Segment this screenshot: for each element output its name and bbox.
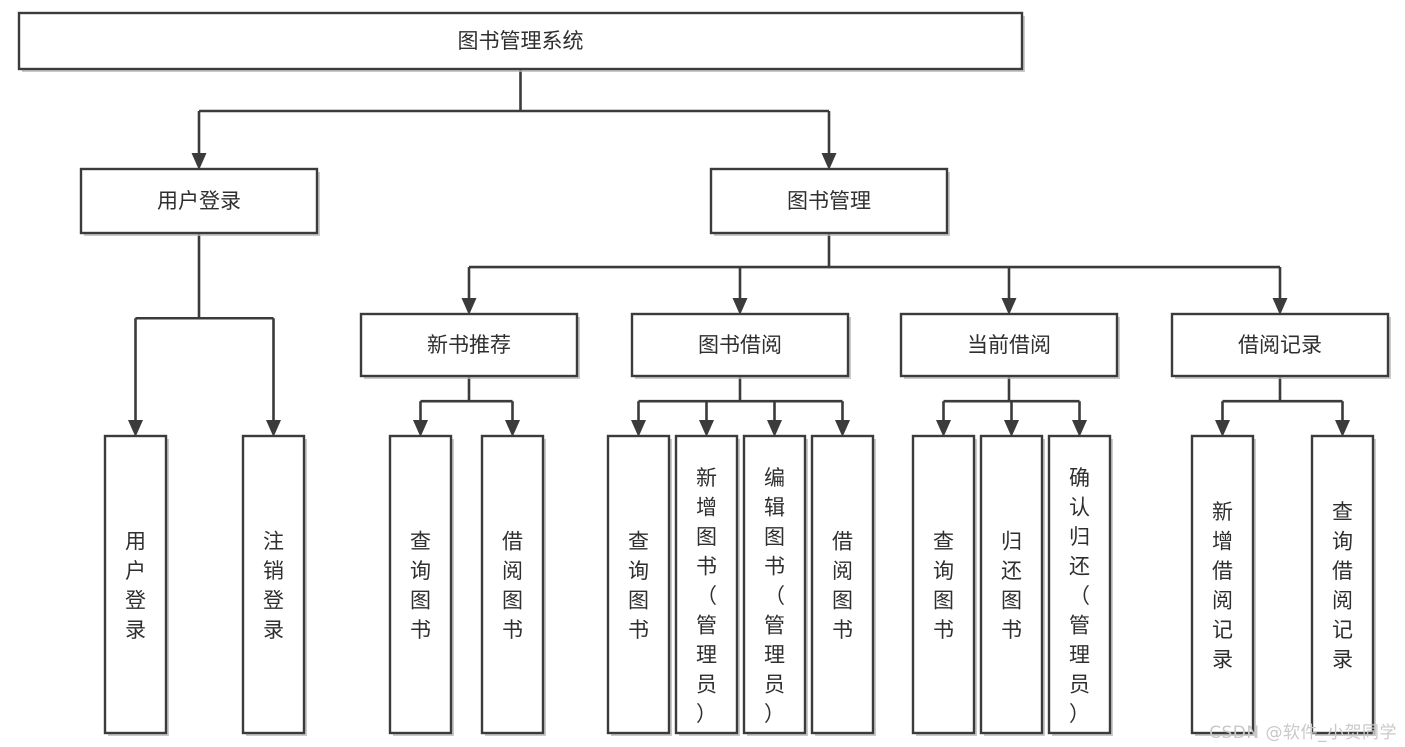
arrow-head-icon [128,420,143,437]
node-leaf-logout[interactable]: 注销登录 [241,434,307,736]
node-user-login[interactable]: 用户登录 [79,167,320,236]
node-box[interactable] [911,434,976,735]
node-box[interactable] [359,312,579,378]
node-box[interactable] [103,434,168,735]
edge-group [128,233,281,437]
node-leaf-query-book-2[interactable]: 查询图书 [606,434,672,736]
arrow-head-icon [631,420,646,437]
arrow-head-icon [505,420,520,437]
arrow-head-icon [1335,420,1350,437]
node-label: 编辑图书（管理员） [764,466,785,726]
node-label: 用户登录 [125,530,146,643]
node-book-borrow[interactable]: 图书借阅 [630,312,851,379]
node-label: 借阅图书 [502,530,523,643]
arrow-head-icon [821,153,837,170]
node-box[interactable] [810,434,875,735]
node-leaf-borrow-book-1[interactable]: 借阅图书 [480,434,546,736]
node-leaf-add-record[interactable]: 新增借阅记录 [1190,434,1256,736]
node-root[interactable]: 图书管理系统 [17,11,1025,72]
edge-group [936,376,1087,437]
node-leaf-edit-book[interactable]: 编辑图书（管理员） [742,434,808,736]
node-box[interactable] [241,434,306,735]
node-box[interactable] [979,434,1044,735]
arrow-head-icon [699,420,714,437]
arrow-head-icon [1272,298,1288,315]
arrow-head-icon [266,420,281,437]
node-label: 图书管理 [787,189,871,213]
edge-group [461,233,1288,315]
node-box[interactable] [17,11,1024,71]
node-label: 查询图书 [628,530,649,643]
node-book-manage[interactable]: 图书管理 [709,167,950,236]
arrow-head-icon [767,420,782,437]
node-label: 归还图书 [1001,530,1022,643]
arrow-head-icon [936,420,951,437]
edge-group [413,376,520,437]
node-box[interactable] [1047,434,1112,735]
node-label: 图书管理系统 [458,29,584,53]
node-label: 新增图书（管理员） [696,466,717,726]
node-box[interactable] [1190,434,1255,735]
node-layer: 图书管理系统用户登录图书管理新书推荐图书借阅当前借阅借阅记录用户登录注销登录查询… [17,11,1391,736]
node-box[interactable] [1170,312,1390,378]
node-label: 新书推荐 [427,333,511,357]
node-borrow-record[interactable]: 借阅记录 [1170,312,1391,379]
node-box[interactable] [1310,434,1375,735]
node-leaf-query-book-1[interactable]: 查询图书 [388,434,454,736]
node-label: 注销登录 [263,530,284,643]
node-leaf-add-book[interactable]: 新增图书（管理员） [674,434,740,736]
node-box[interactable] [899,312,1119,378]
node-label: 确认归还（管理员） [1069,466,1090,726]
node-leaf-query-record[interactable]: 查询借阅记录 [1310,434,1376,736]
node-label: 查询图书 [933,530,954,643]
node-label: 借阅记录 [1238,333,1322,357]
node-label: 查询图书 [410,530,431,643]
node-label: 借阅图书 [832,530,853,643]
arrow-head-icon [191,153,207,170]
node-label: 当前借阅 [967,333,1051,357]
edge-layer [128,69,1350,437]
node-box[interactable] [630,312,850,378]
watermark-text: CSDN @软件_小贺同学 [1209,723,1397,743]
arrow-head-icon [461,298,477,315]
edge-group [631,376,850,437]
arrow-head-icon [732,298,748,315]
node-current-borrow[interactable]: 当前借阅 [899,312,1120,379]
node-label: 新增借阅记录 [1212,500,1233,672]
arrow-head-icon [1001,298,1017,315]
arrow-head-icon [1004,420,1019,437]
node-box[interactable] [606,434,671,735]
arrow-head-icon [835,420,850,437]
node-box[interactable] [709,167,949,235]
node-box[interactable] [742,434,807,735]
node-leaf-user-login[interactable]: 用户登录 [103,434,169,736]
node-box[interactable] [79,167,319,235]
edge-group [191,69,837,170]
node-leaf-confirm-return[interactable]: 确认归还（管理员） [1047,434,1113,736]
arrow-head-icon [1072,420,1087,437]
node-label: 图书借阅 [698,333,782,357]
node-leaf-return-book[interactable]: 归还图书 [979,434,1045,736]
node-box[interactable] [480,434,545,735]
node-new-book-rec[interactable]: 新书推荐 [359,312,580,379]
node-leaf-query-book-3[interactable]: 查询图书 [911,434,977,736]
node-box[interactable] [674,434,739,735]
arrow-head-icon [413,420,428,437]
edge-group [1215,376,1350,437]
node-box[interactable] [388,434,453,735]
node-label: 查询借阅记录 [1332,500,1353,672]
node-label: 用户登录 [157,189,241,213]
node-leaf-borrow-book-2[interactable]: 借阅图书 [810,434,876,736]
arrow-head-icon [1215,420,1230,437]
